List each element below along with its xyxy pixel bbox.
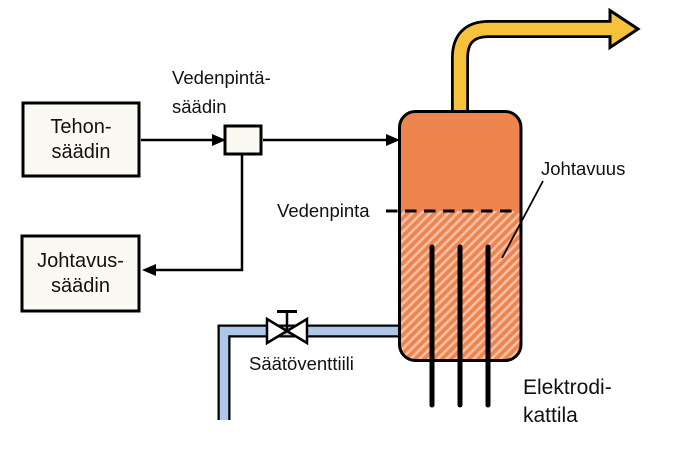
electrode-boiler-label-line2: kattila [523,404,578,427]
water-level-controller-box [223,124,263,156]
power-controller-box [21,101,141,178]
steam-arrow-head [608,7,641,51]
arrowhead-into-level-controller [212,134,226,146]
water-level-controller-caption: Vedenpintä- säädin [172,63,271,121]
control-valve-label: Säätöventtiili [249,353,354,374]
signal-line-to-conductivity-controller [154,155,244,272]
arrowhead-into-tank [386,134,400,146]
steam-pipe [453,22,614,116]
electrode-boiler-label-line1: Elektrodi- [523,376,612,399]
power-controller-label: Tehon- säädin [23,103,139,176]
water-level-controller-caption-line2: säädin [172,96,227,117]
water-level-controller-caption-line1: Vedenpintä- [172,67,271,88]
arrowhead-into-conductivity-controller [142,264,156,276]
power-controller-label-line2: säädin [51,140,111,163]
conductivity-leader-line [501,180,544,259]
conductivity-controller-label-line1: Johtavus- [37,249,124,272]
steam-pipe-outline [451,20,613,116]
conductivity-controller-label: Johtavus- säädin [22,236,139,311]
feedwater-pipe [219,326,402,420]
water-level-label: Vedenpinta [277,200,370,221]
conductivity-controller-label-line2: säädin [51,274,110,297]
conductivity-label: Johtavuus [541,158,626,179]
power-controller-label-line1: Tehon- [50,115,112,138]
conductivity-controller-box [20,234,141,313]
electrode-boiler-label: Elektrodi- kattila [523,374,612,430]
